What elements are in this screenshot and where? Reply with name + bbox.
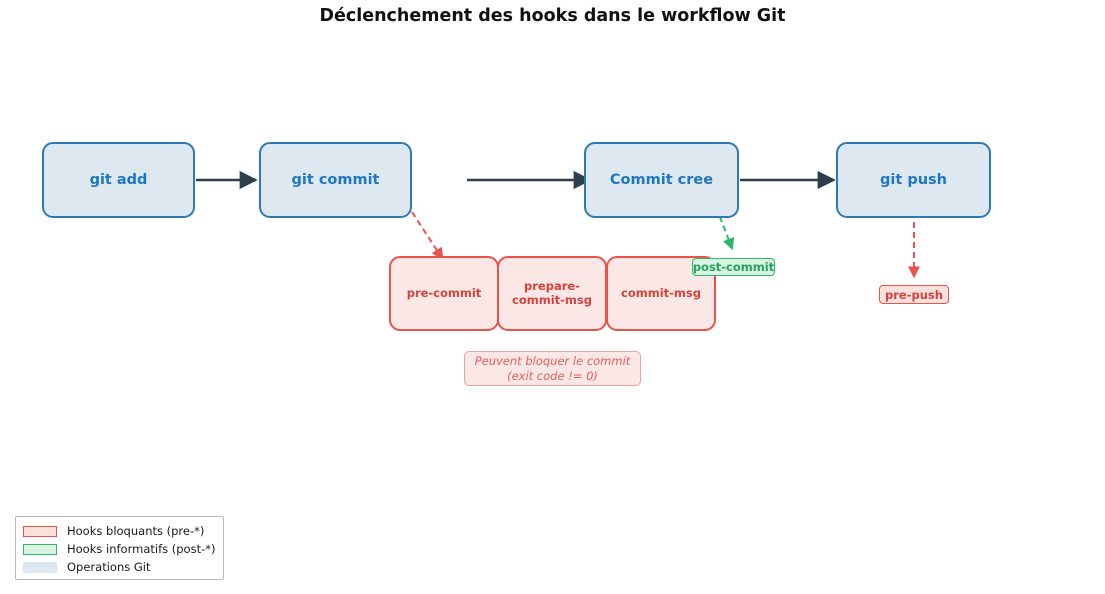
legend-swatch-blue-icon (23, 561, 57, 573)
legend-swatch-green-icon (23, 543, 57, 555)
note-blocking-commit: Peuvent bloquer le commit (exit code != … (464, 351, 641, 386)
badge-post-commit[interactable]: post-commit (692, 258, 775, 276)
legend-label-informative-hooks: Hooks informatifs (post-*) (67, 542, 216, 556)
legend-label-git-operations: Operations Git (67, 560, 151, 574)
node-git-commit-label: git commit (291, 171, 380, 188)
legend-swatch-red-icon (23, 525, 57, 537)
legend-item-blocking-hooks: Hooks bloquants (pre-*) (23, 522, 215, 540)
node-commit-cree[interactable]: Commit cree (584, 142, 739, 218)
node-commit-cree-label: Commit cree (609, 171, 714, 188)
legend-item-git-operations: Operations Git (23, 558, 215, 576)
page-title: Déclenchement des hooks dans le workflow… (319, 6, 786, 26)
node-git-add[interactable]: git add (42, 142, 195, 218)
dashed-arrow-commit-to-precommit (411, 211, 444, 261)
node-git-commit[interactable]: git commit (259, 142, 412, 218)
hook-prepare-commit-msg-label: prepare- commit-msg (512, 278, 592, 307)
node-git-add-label: git add (89, 171, 148, 188)
legend: Hooks bloquants (pre-*) Hooks informatif… (15, 516, 224, 580)
hook-pre-commit[interactable]: pre-commit (389, 256, 499, 331)
hook-prepare-commit-msg[interactable]: prepare- commit-msg (497, 256, 607, 331)
dashed-arrow-commitcree-to-postcommit (715, 206, 735, 251)
badge-post-commit-label: post-commit (692, 260, 775, 274)
node-git-push-label: git push (880, 171, 947, 188)
legend-item-informative-hooks: Hooks informatifs (post-*) (23, 540, 215, 558)
legend-label-blocking-hooks: Hooks bloquants (pre-*) (67, 524, 205, 538)
badge-pre-push-label: pre-push (885, 287, 943, 302)
node-git-push[interactable]: git push (836, 142, 991, 218)
hook-pre-commit-label: pre-commit (406, 285, 482, 300)
note-line-1: Peuvent bloquer le commit (474, 353, 631, 368)
badge-pre-push[interactable]: pre-push (879, 285, 949, 304)
note-line-2: (exit code != 0) (507, 368, 598, 383)
hook-commit-msg-label: commit-msg (621, 285, 701, 300)
